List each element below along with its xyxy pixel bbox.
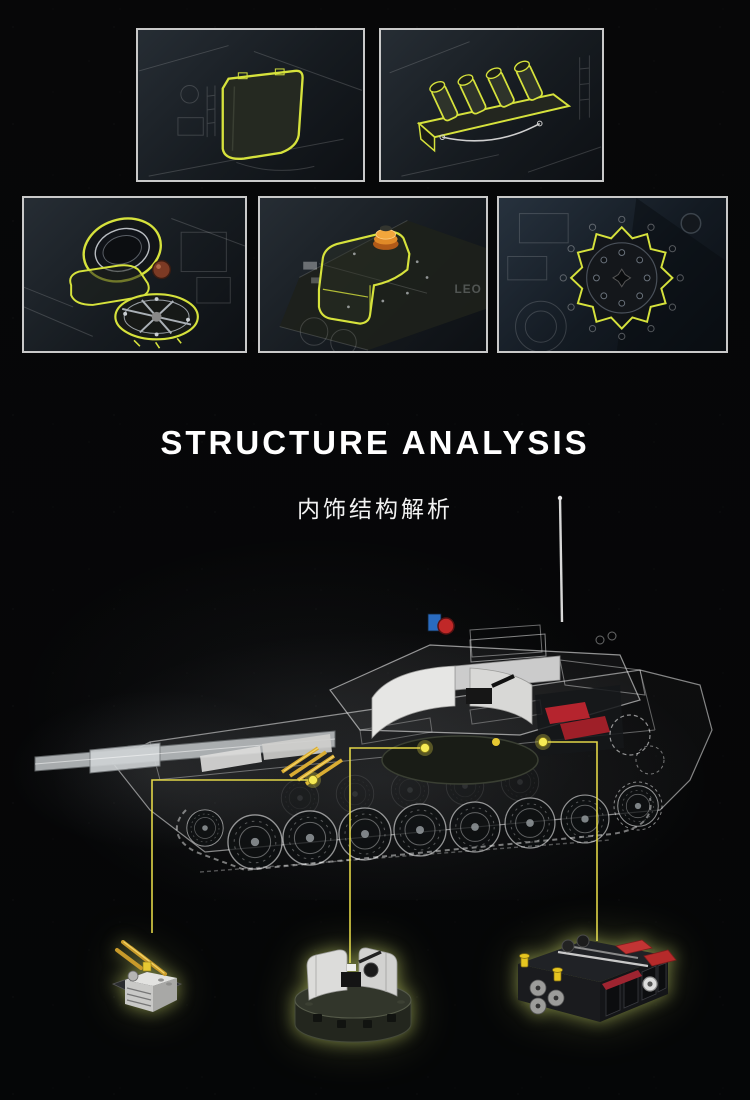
- ammo-rack-icon: [111, 940, 183, 1012]
- panel-smoke-grenade-launchers: [379, 28, 604, 182]
- engine-block-icon: [518, 934, 677, 1022]
- component-turret-ring: [283, 938, 423, 1053]
- turret-ring-mechanism-icon: [294, 947, 412, 1043]
- panel-stowage-basket: [136, 28, 365, 182]
- commander-hatch-icon: [24, 217, 245, 349]
- tank-xray-icon: [10, 495, 713, 930]
- hull-marking-text: LEO: [455, 283, 482, 296]
- panel-driver-hatch-periscope: LEO: [258, 196, 488, 353]
- panel-drive-sprocket: [497, 196, 728, 353]
- page-subtitle: 内饰结构解析: [297, 496, 453, 522]
- driver-hatch-periscope-icon: LEO: [279, 220, 486, 351]
- panel-commander-hatch: [22, 196, 247, 353]
- component-engine-block: [498, 925, 682, 1037]
- component-ammo-rack: [95, 922, 195, 1017]
- tank-xray-illustration: [0, 480, 750, 930]
- smoke-grenade-launchers-icon: [389, 41, 602, 177]
- page-title: STRUCTURE ANALYSIS: [160, 424, 590, 461]
- drive-sprocket-icon: [507, 198, 726, 351]
- stowage-basket-icon: [138, 45, 363, 177]
